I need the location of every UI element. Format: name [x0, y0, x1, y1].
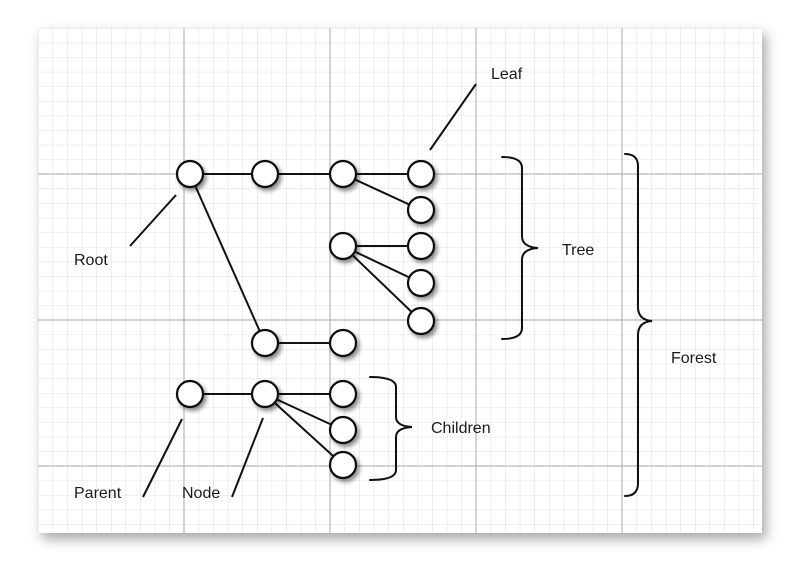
- tree-nodes: [175, 159, 436, 480]
- tree-brace: [501, 156, 539, 340]
- node-node: [250, 379, 280, 409]
- tree-label: Tree: [562, 242, 594, 259]
- tree-node: [250, 159, 280, 189]
- children-label: Children: [431, 420, 491, 437]
- child-node: [328, 450, 358, 480]
- minor-grid: [38, 28, 762, 533]
- braces: [369, 153, 653, 497]
- tree-node: [328, 231, 358, 261]
- forest-label: Forest: [671, 350, 717, 367]
- root-node: [175, 159, 205, 189]
- tree-node: [328, 328, 358, 358]
- leaf-node: [406, 159, 436, 189]
- leaf-node: [406, 195, 436, 225]
- major-grid: [38, 28, 762, 533]
- leader-lines: [129, 83, 477, 498]
- node-label: Node: [182, 485, 220, 502]
- children-brace: [369, 376, 413, 481]
- root-label: Root: [74, 252, 108, 269]
- forest-brace: [624, 153, 653, 497]
- tree-node: [328, 159, 358, 189]
- parent-label: Parent: [74, 485, 122, 502]
- parent-node: [175, 379, 205, 409]
- leaf-node: [406, 268, 436, 298]
- leaf-node: [406, 306, 436, 336]
- tree-node: [250, 328, 280, 358]
- leaf-node: [406, 231, 436, 261]
- child-node: [328, 415, 358, 445]
- child-node: [328, 379, 358, 409]
- leaf-label: Leaf: [491, 66, 523, 83]
